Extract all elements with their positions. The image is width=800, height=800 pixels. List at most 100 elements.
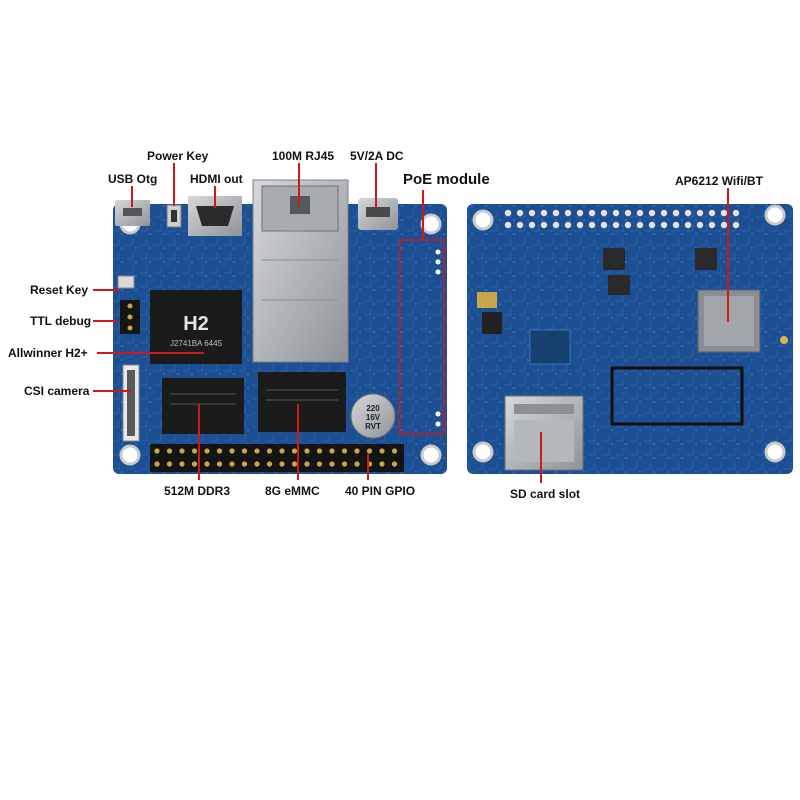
gpio-pad: [504, 221, 512, 229]
csi-connector-slot: [127, 370, 135, 436]
gpio-pad: [600, 209, 608, 217]
sd-slot-body: [514, 420, 574, 462]
sd-slot-spring: [514, 404, 574, 414]
right-board: [467, 204, 793, 474]
gpio-pin: [229, 448, 235, 454]
label-ttl-debug: TTL debug: [30, 314, 92, 328]
gpio-pad: [636, 221, 644, 229]
gpio-pad: [720, 221, 728, 229]
gpio-pad: [504, 209, 512, 217]
hdmi-opening: [196, 206, 234, 226]
dc-jack-slot: [366, 207, 390, 217]
capacitor-marking: RVT: [365, 422, 381, 431]
gpio-pin: [379, 448, 385, 454]
mount-hole: [420, 444, 442, 466]
gpio-pin: [354, 461, 360, 467]
gpio-pin: [379, 461, 385, 467]
gpio-pin: [291, 448, 298, 454]
label-wifi-bt: AP6212 Wifi/BT: [675, 174, 763, 188]
gpio-pad: [588, 221, 596, 229]
label-gpio: 40 PIN GPIO: [345, 484, 416, 498]
gpio-pad: [516, 209, 524, 217]
gpio-pad: [696, 209, 704, 217]
gpio-pin: [166, 448, 173, 454]
mount-hole: [119, 444, 141, 466]
inductor: [482, 312, 502, 334]
gpio-pin: [366, 448, 373, 454]
gpio-pin: [254, 461, 260, 467]
gpio-pad: [720, 209, 728, 217]
capacitor-marking: 16V: [366, 413, 381, 422]
label-poe-module: PoE module: [403, 171, 490, 188]
gpio-pad: [516, 221, 524, 229]
gpio-pad: [540, 221, 548, 229]
gpio-pad: [576, 209, 584, 217]
gpio-pin: [266, 448, 273, 454]
gpio-pad: [684, 221, 692, 229]
ddr3-chip: [162, 378, 244, 434]
gpio-pin: [391, 461, 398, 467]
gpio-pin: [241, 461, 248, 467]
gpio-pin: [191, 461, 198, 467]
gpio-pad: [528, 221, 536, 229]
label-power-key: Power Key: [147, 149, 209, 163]
gpio-header: [150, 444, 404, 472]
annotation-lines: [93, 163, 729, 483]
label-sd-card-slot: SD card slot: [510, 487, 581, 501]
tantalum-capacitor: [477, 292, 497, 308]
shield-outline: [610, 366, 744, 426]
gpio-pad: [684, 209, 692, 217]
gpio-pin: [266, 461, 273, 467]
gpio-pad: [624, 221, 632, 229]
gpio-pin: [304, 461, 310, 467]
mount-hole: [764, 441, 786, 463]
ic-footprint: [529, 329, 571, 365]
label-ddr3: 512M DDR3: [164, 484, 231, 498]
gpio-pin: [154, 461, 160, 467]
label-emmc: 8G eMMC: [265, 484, 320, 498]
gpio-pin: [179, 448, 185, 454]
gpio-solder-pads: [504, 209, 740, 229]
capacitor-marking: 220: [366, 404, 380, 413]
gpio-pin: [391, 448, 398, 454]
inductor: [695, 248, 717, 270]
gpio-pin: [191, 448, 198, 454]
label-hdmi-out: HDMI out: [190, 172, 243, 186]
gpio-pad: [552, 221, 560, 229]
gpio-pad: [660, 221, 668, 229]
gpio-pad: [672, 221, 680, 229]
gpio-pin: [354, 448, 360, 454]
gpio-pin: [316, 448, 323, 454]
gpio-pin: [216, 461, 223, 467]
gpio-pad: [648, 221, 656, 229]
gpio-pad: [612, 221, 620, 229]
gpio-pin: [241, 448, 248, 454]
gpio-pin: [291, 461, 298, 467]
allwinner-soc-chip: [150, 290, 242, 364]
gpio-pad: [708, 209, 716, 217]
gpio-pin: [204, 448, 210, 454]
gpio-pin: [316, 461, 323, 467]
gpio-pad: [564, 209, 572, 217]
inductor: [603, 248, 625, 270]
gpio-pad: [660, 209, 668, 217]
gpio-pin: [279, 448, 285, 454]
gpio-pin: [179, 461, 185, 467]
gpio-pin: [254, 448, 260, 454]
gpio-pin: [341, 461, 348, 467]
ttl-pin: [127, 314, 133, 320]
gpio-pad: [732, 209, 740, 217]
gpio-pin: [216, 448, 223, 454]
electrolytic-capacitor: [350, 393, 396, 439]
gpio-pad: [708, 221, 716, 229]
gpio-pin: [341, 448, 348, 454]
label-rj45: 100M RJ45: [272, 149, 335, 163]
gpio-pad: [696, 221, 704, 229]
label-csi-camera: CSI camera: [24, 384, 90, 398]
poe-pad: [435, 421, 441, 427]
label-dc: 5V/2A DC: [350, 149, 404, 163]
gpio-pin: [229, 461, 235, 467]
mount-hole: [764, 204, 786, 226]
gpio-pad: [528, 209, 536, 217]
